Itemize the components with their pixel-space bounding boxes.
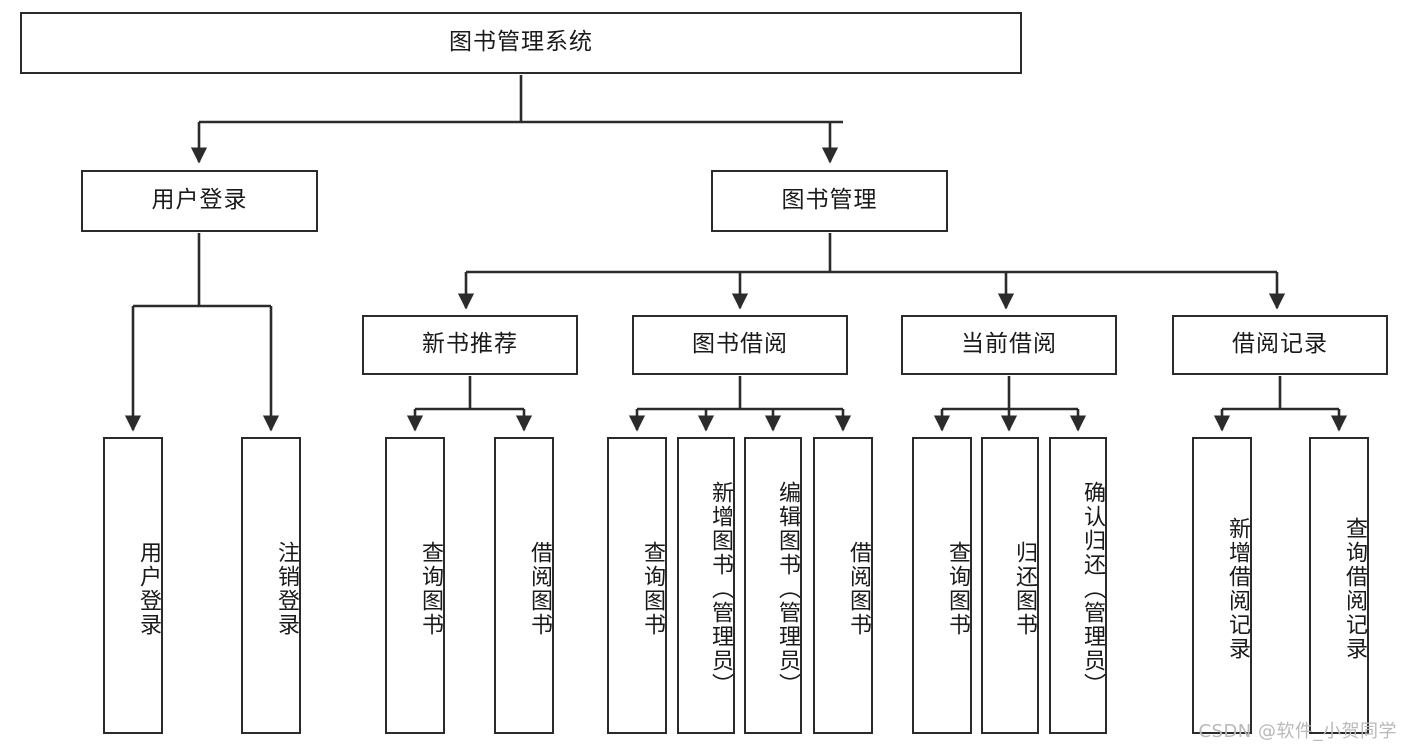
node-label: 查询图书 <box>418 540 443 637</box>
node-user-login[interactable]: 用户登录 <box>81 170 318 232</box>
node-label: 查询图书 <box>945 540 970 637</box>
node-label: 当前借阅 <box>961 331 1057 358</box>
node-label: 新增图书（管理员） <box>708 480 733 697</box>
node-borrow-record[interactable]: 借阅记录 <box>1172 315 1388 375</box>
node-label: 图书管理 <box>781 187 878 214</box>
node-label: 确认归还（管理员） <box>1080 480 1105 697</box>
leaf-query-borrow-record[interactable]: 查询借阅记录 <box>1309 437 1369 734</box>
node-label: 图书借阅 <box>692 331 788 358</box>
node-label: 借阅图书 <box>846 540 871 637</box>
node-label: 编辑图书（管理员） <box>775 480 800 697</box>
node-label: 查询借阅记录 <box>1342 516 1367 661</box>
leaf-edit-book-admin[interactable]: 编辑图书（管理员） <box>744 437 802 734</box>
leaf-query-book-current[interactable]: 查询图书 <box>912 437 972 734</box>
leaf-borrow-book-recommend[interactable]: 借阅图书 <box>494 437 554 734</box>
node-label: 注销登录 <box>274 540 299 637</box>
leaf-confirm-return-admin[interactable]: 确认归还（管理员） <box>1049 437 1107 734</box>
leaf-return-book[interactable]: 归还图书 <box>981 437 1039 734</box>
leaf-add-borrow-record[interactable]: 新增借阅记录 <box>1192 437 1252 734</box>
leaf-logout-login[interactable]: 注销登录 <box>241 437 301 734</box>
leaf-query-book-recommend[interactable]: 查询图书 <box>385 437 445 734</box>
node-label: 归还图书 <box>1012 540 1037 637</box>
node-label: 借阅记录 <box>1232 331 1328 358</box>
node-label: 新书推荐 <box>422 331 518 358</box>
node-label: 用户登录 <box>151 187 248 214</box>
node-book-management[interactable]: 图书管理 <box>711 170 948 232</box>
node-label: 新增借阅记录 <box>1225 516 1250 661</box>
node-label: 用户登录 <box>136 540 161 637</box>
node-root-system[interactable]: 图书管理系统 <box>20 12 1022 74</box>
node-current-borrow[interactable]: 当前借阅 <box>901 315 1117 375</box>
leaf-add-book-admin[interactable]: 新增图书（管理员） <box>677 437 735 734</box>
leaf-borrow-book[interactable]: 借阅图书 <box>813 437 873 734</box>
leaf-user-login[interactable]: 用户登录 <box>103 437 163 734</box>
node-label: 借阅图书 <box>527 540 552 637</box>
node-label: 查询图书 <box>640 540 665 637</box>
node-label: 图书管理系统 <box>449 29 593 56</box>
node-book-borrow[interactable]: 图书借阅 <box>632 315 848 375</box>
node-new-book-recommend[interactable]: 新书推荐 <box>362 315 578 375</box>
leaf-query-book-borrow[interactable]: 查询图书 <box>607 437 667 734</box>
